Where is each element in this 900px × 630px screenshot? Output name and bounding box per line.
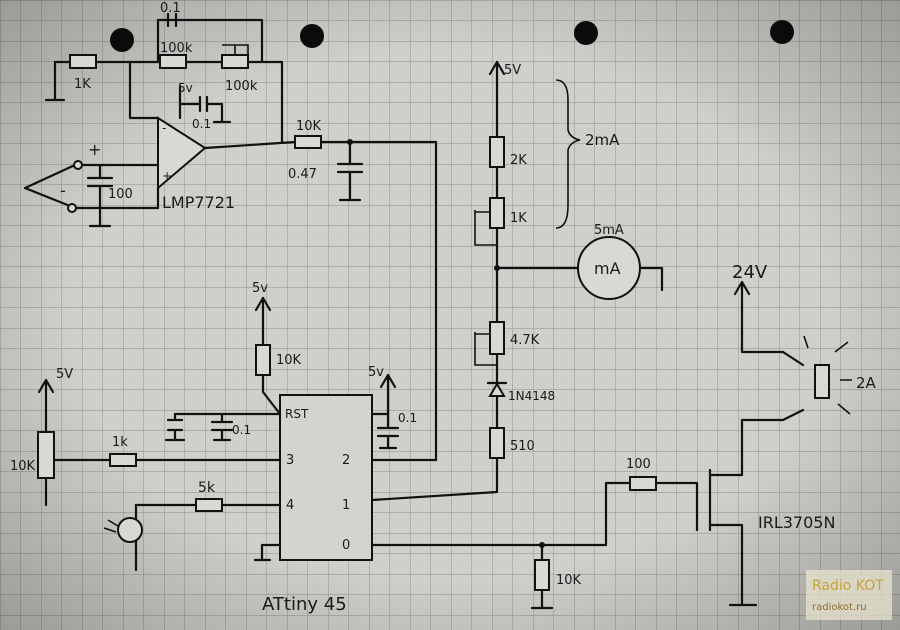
resistor-510 <box>489 427 505 459</box>
label-supply-24v: 24V <box>732 262 768 283</box>
schematic-labels: 0.1 100k 100k 1K 5v 0.1 LMP7721 + - 100 … <box>10 1 877 615</box>
gate-resistor <box>629 476 657 491</box>
load-2a <box>814 364 830 399</box>
label-pin2: 2 <box>342 453 350 468</box>
label-trim-top: 1K <box>510 211 527 226</box>
inverting-wire <box>128 60 160 120</box>
adc-wire <box>319 140 438 462</box>
opamp-section: - + <box>23 12 438 462</box>
watermark-url: radiokot.ru <box>812 602 867 613</box>
divider-section <box>370 60 664 502</box>
label-rst-supply: 5v <box>252 281 268 296</box>
label-meter-range: 5mA <box>594 223 624 238</box>
binder-hole <box>110 28 134 52</box>
label-pot-value: 10K <box>10 459 36 474</box>
label-opamp-decoupling: 0.1 <box>192 117 211 131</box>
label-pot-supply: 5V <box>56 367 73 382</box>
label-input-res: 1K <box>74 77 91 92</box>
opamp-output-wire <box>203 140 297 150</box>
label-rst-pull: 10K <box>276 353 302 368</box>
label-mcu-part: ATtiny 45 <box>262 594 347 615</box>
reset-pull-wire <box>261 296 282 416</box>
cap-feedback-wire <box>156 18 264 64</box>
svg-text:-: - <box>162 121 166 135</box>
filter-cap <box>336 140 364 202</box>
chip-ground <box>253 543 282 562</box>
label-divider-supply: 5V <box>504 63 521 78</box>
binder-hole <box>770 20 794 44</box>
led-symbol <box>117 517 143 543</box>
driver-section <box>629 280 852 607</box>
resistor-2k <box>489 136 505 168</box>
ammeter <box>577 236 641 300</box>
label-meter: mA <box>594 259 621 278</box>
ground-symbol <box>44 60 66 102</box>
label-load: 2A <box>856 374 877 392</box>
binder-hole <box>300 24 324 48</box>
input-resistor <box>69 54 97 69</box>
binder-hole <box>574 21 598 45</box>
reset-resistor <box>255 344 271 376</box>
label-pin3: 3 <box>286 453 294 468</box>
load-glow <box>803 335 852 415</box>
watermark: Radio KOT radiokot.ru <box>806 570 892 620</box>
label-diode: 1N4148 <box>508 389 555 403</box>
label-led-res: 5k <box>198 480 216 496</box>
feedback-trim <box>221 54 249 69</box>
pulldown-resistor <box>534 559 550 591</box>
label-r-bottom: 510 <box>510 439 535 454</box>
mcu-section <box>37 296 632 610</box>
label-mosfet: IRL3705N <box>758 513 835 532</box>
trim-4k7 <box>489 321 505 355</box>
label-rst-cap: 0.1 <box>232 423 251 437</box>
label-pulldown: 10K <box>556 573 582 588</box>
diode-1n4148 <box>488 382 506 397</box>
feedback-resistor <box>159 54 187 69</box>
label-opamp-part: LMP7721 <box>162 193 235 212</box>
label-pot-series: 1k <box>112 435 128 450</box>
supply-24v <box>733 280 785 354</box>
label-input-plus: + <box>88 140 101 159</box>
label-vcc-cap: 0.1 <box>398 411 417 425</box>
label-vcc-supply: 5v <box>368 365 384 380</box>
led-resistor <box>195 498 223 512</box>
feedback-cap <box>166 12 178 28</box>
label-feedback-res: 100k <box>160 41 193 56</box>
label-input-minus: - <box>60 181 66 200</box>
arrow-5v <box>488 60 506 76</box>
pot-resistor <box>109 453 137 467</box>
filter-resistor <box>294 135 322 149</box>
label-filter-res: 10K <box>296 119 322 134</box>
label-opamp-supply: 5v <box>178 81 193 95</box>
label-pin4: 4 <box>286 498 294 513</box>
mosfet-irl3705n <box>654 418 785 607</box>
opamp-symbol <box>157 116 207 191</box>
label-pin0: 0 <box>342 538 350 553</box>
trim-1k-top <box>489 197 505 229</box>
label-trim-bottom: 4.7K <box>510 333 540 348</box>
label-gate-res: 100 <box>626 457 651 472</box>
label-rst-pin: RST <box>285 407 309 421</box>
label-current-note: 2mA <box>585 131 620 149</box>
gate-wire <box>370 481 632 547</box>
label-feedback-trim: 100k <box>225 79 258 94</box>
attiny45-chip <box>279 394 373 561</box>
potentiometer <box>37 431 55 479</box>
label-feedback-cap: 0.1 <box>160 1 181 16</box>
label-pin1: 1 <box>342 498 350 513</box>
label-r-top: 2K <box>510 153 527 168</box>
current-brace <box>555 79 581 229</box>
label-filter-cap: 0.47 <box>288 167 317 182</box>
label-input-cap: 100 <box>108 187 133 202</box>
svg-text:+: + <box>162 169 172 183</box>
watermark-text: Radio KOT <box>812 578 884 594</box>
